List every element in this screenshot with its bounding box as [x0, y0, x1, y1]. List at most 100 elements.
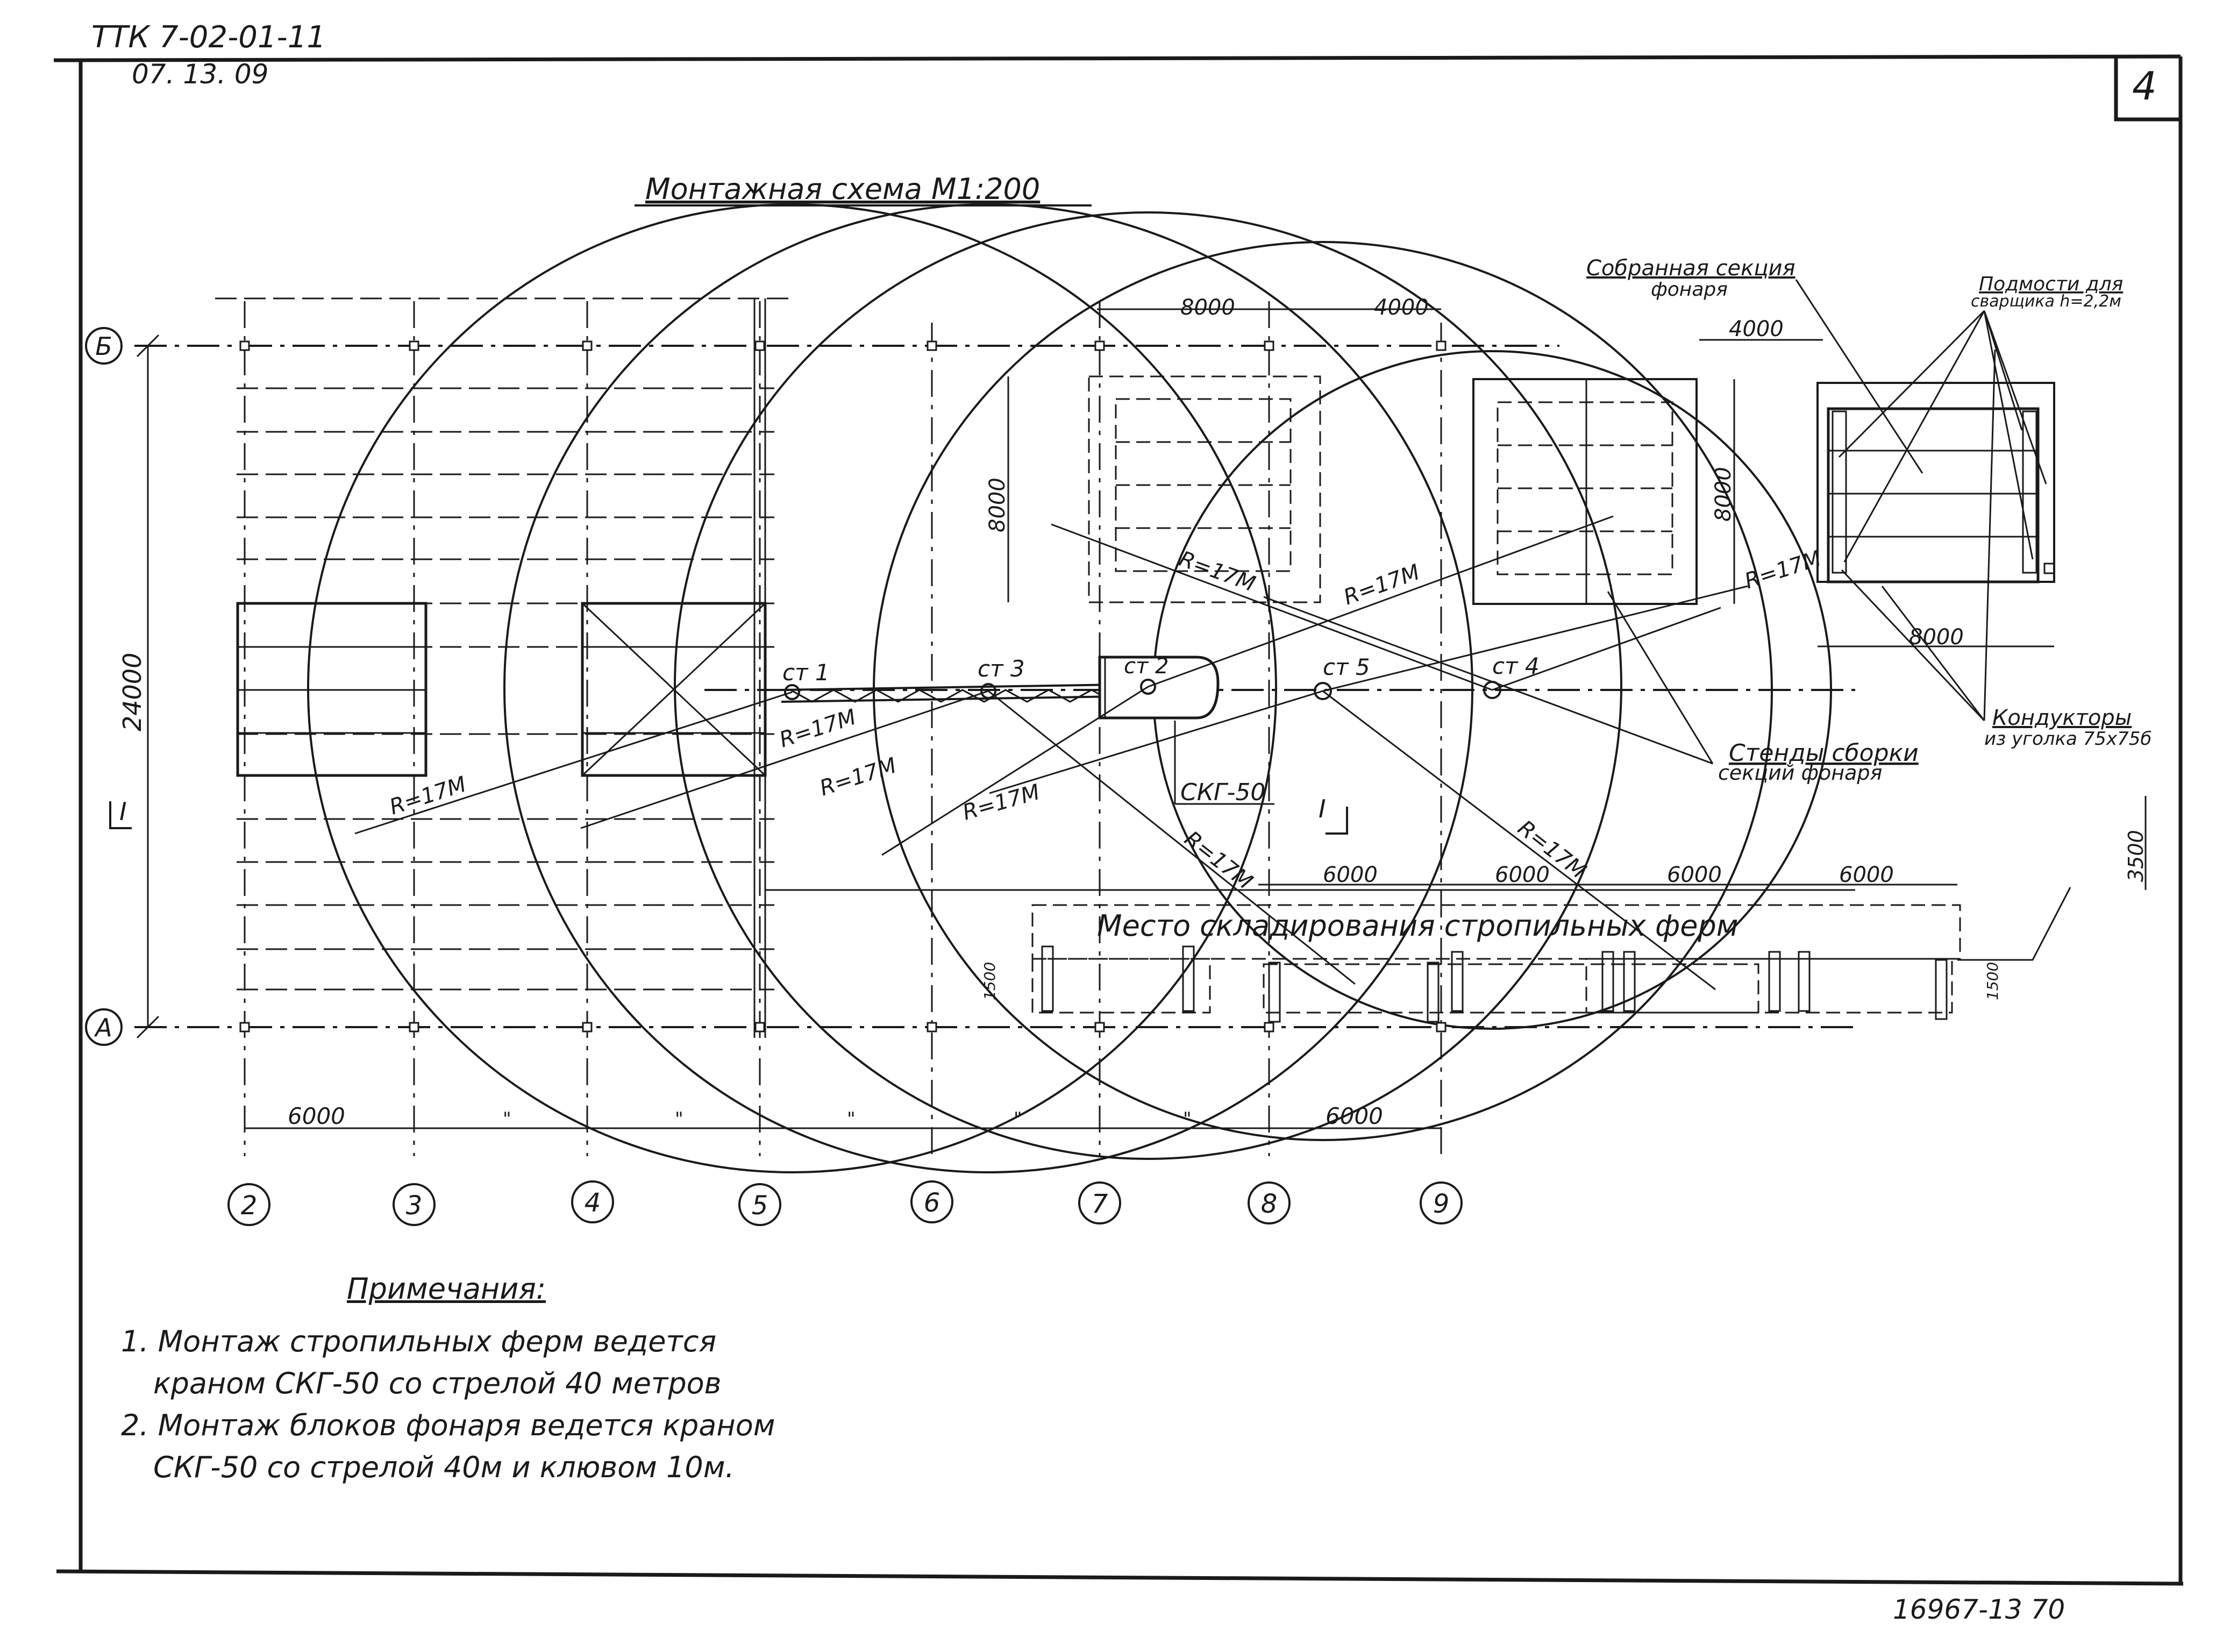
span-dimension-value: 24000	[118, 653, 147, 731]
station-label: ст 3	[978, 656, 1025, 682]
storage-label: Место складирования стропильных ферм	[1097, 909, 1738, 943]
column-axis-label: 6	[924, 1188, 940, 1218]
dim-ditto: "	[1014, 1108, 1022, 1130]
dim-6000-left: 6000	[288, 1103, 345, 1129]
radius-labels: R=17М R=17М R=17М R=17М R=17М R=17М R=17…	[387, 546, 1825, 894]
dim-storage-6000: 6000	[1839, 863, 1894, 887]
lantern-block-col2	[236, 602, 428, 777]
callout-assembled-section: Собранная секция фонаря	[1586, 256, 1923, 474]
callout-label-line2: из уголка 75х75б	[1984, 728, 2151, 750]
columns	[239, 340, 1447, 1032]
callout-label-line1: Подмости для	[1979, 273, 2123, 295]
station-st2: ст 2	[1124, 654, 1168, 695]
sheet-number: 4	[2132, 63, 2157, 109]
column-axis-label: 5	[752, 1191, 768, 1221]
truss-storage-area	[1031, 904, 1961, 1014]
scheme-title: Монтажная схема М1:200	[645, 172, 1040, 206]
radius-label: R=17М	[1341, 560, 1423, 610]
section-mark-left: I	[109, 797, 132, 829]
dim-stand-8000: 8000	[985, 478, 1010, 532]
span-dimension: 24000	[118, 334, 160, 1039]
dim-top-8000: 8000	[1180, 295, 1235, 320]
lantern-block-col4	[581, 602, 767, 777]
column-axis-label: 4	[585, 1188, 601, 1218]
stand2-dimensions: 4000 8000	[1699, 317, 1823, 604]
dim-storage-6000: 6000	[1323, 863, 1378, 887]
crane-swing-circles	[307, 203, 1832, 1173]
station-label: ст 5	[1323, 654, 1370, 680]
dim-storage-6000: 6000	[1667, 863, 1722, 887]
dim-conductor-8000: 8000	[1909, 625, 1964, 650]
callout-label-line1: Стенды сборки	[1729, 739, 1919, 767]
dim-stand2-8000: 8000	[1711, 467, 1736, 522]
notes-heading: Примечания:	[347, 1272, 546, 1306]
conductor-stand	[1816, 382, 2055, 583]
column-axis-lines	[244, 301, 1442, 1156]
callout-conductors: Кондукторы из уголка 75х75б	[1841, 349, 2151, 750]
note-1-line-2: краном СКГ-50 со стрелой 40 метров	[153, 1366, 722, 1400]
note-2-line-2: СКГ-50 со стрелой 40м и клювом 10м.	[153, 1450, 735, 1484]
dim-ditto: "	[1183, 1108, 1192, 1130]
station-label: ст 4	[1492, 653, 1540, 679]
row-axis-label: Б	[95, 332, 112, 361]
doc-code: ТТК 7-02-01-11	[91, 20, 326, 55]
doc-date: 07. 13. 09	[132, 59, 268, 90]
dim-storage-6000: 6000	[1495, 863, 1550, 887]
dim-6000-right: 6000	[1326, 1103, 1383, 1129]
dim-ditto: "	[503, 1108, 511, 1130]
section-mark-label: I	[1319, 794, 1326, 823]
callout-label-line2: секций фонаря	[1718, 761, 1882, 785]
sheet-frame	[53, 54, 2184, 1586]
row-axis-bubble-a: А	[85, 1008, 123, 1046]
radius-label: R=17М	[960, 780, 1043, 825]
note-2-line-1: 2. Монтаж блоков фонаря ведется краном	[121, 1408, 775, 1442]
radius-label: R=17М	[776, 704, 859, 752]
stand-height-dimension: 8000	[985, 376, 1010, 602]
top-dimension-chain: 8000 4000	[1097, 295, 1441, 320]
bottom-dimension-chain: 6000 " " " " " 6000	[245, 1103, 1441, 1130]
radius-label: R=17М	[1742, 546, 1825, 594]
assembly-stand-2	[1472, 378, 1698, 605]
notes-block: Примечания: 1. Монтаж стропильных ферм в…	[121, 1272, 928, 1489]
callout-label-line1: Кондукторы	[1992, 706, 2132, 730]
callout-label-line2: сварщика h=2,2м	[1971, 292, 2121, 311]
swing-circle-st3	[503, 203, 1473, 1173]
radius-label: R=17М	[387, 772, 469, 820]
column-axis-label: 3	[406, 1191, 423, 1221]
column-axis-label: 9	[1433, 1189, 1450, 1219]
column-axis-label: 2	[241, 1191, 258, 1221]
column-axis-label: 8	[1261, 1189, 1278, 1219]
dim-top-4000: 4000	[1374, 295, 1429, 320]
column-axis-bubbles: 2 3 4 5 6 7 8 9	[227, 1180, 1463, 1226]
truss-storage-stops	[1041, 945, 1948, 1023]
station-st1: ст 1	[782, 659, 830, 700]
radius-lines	[354, 515, 1748, 991]
conductor-dimensions: 8000	[1818, 625, 2054, 650]
dim-ditto: "	[675, 1108, 683, 1130]
swing-circle-st1	[307, 203, 1277, 1173]
dim-storage-3500: 3500	[2124, 830, 2148, 882]
installed-trusses	[753, 298, 1855, 1038]
swing-circle-st2	[674, 211, 1622, 1160]
radius-label: R=17М	[817, 753, 900, 801]
dim-storage-1500: 1500	[981, 962, 999, 1000]
crane-label: СКГ-50	[1180, 779, 1265, 806]
roof-purlins	[215, 297, 790, 991]
callout-stands: Стенды сборки секций фонаря	[1263, 591, 1919, 785]
section-mark-label: I	[119, 797, 127, 826]
station-label: ст 2	[1124, 654, 1168, 679]
row-axis-lines	[134, 345, 1855, 1028]
column-axis-label: 7	[1092, 1189, 1108, 1219]
section-mark-right: I	[1319, 794, 1348, 835]
dim-storage-1500: 1500	[1984, 962, 2001, 1000]
assembly-stand-1	[1088, 375, 1321, 603]
station-label: ст 1	[782, 659, 830, 686]
archive-number: 16967-13 70	[1893, 1594, 2065, 1625]
station-st5: ст 5	[1314, 654, 1370, 700]
station-st3: ст 3	[978, 656, 1025, 699]
row-axis-bubble-b: Б	[85, 327, 123, 365]
callout-scaffolds: Подмости для сварщика h=2,2м	[1838, 273, 2123, 562]
note-1-line-1: 1. Монтаж стропильных ферм ведется	[121, 1325, 717, 1358]
callout-label-line1: Собранная секция	[1586, 256, 1796, 281]
